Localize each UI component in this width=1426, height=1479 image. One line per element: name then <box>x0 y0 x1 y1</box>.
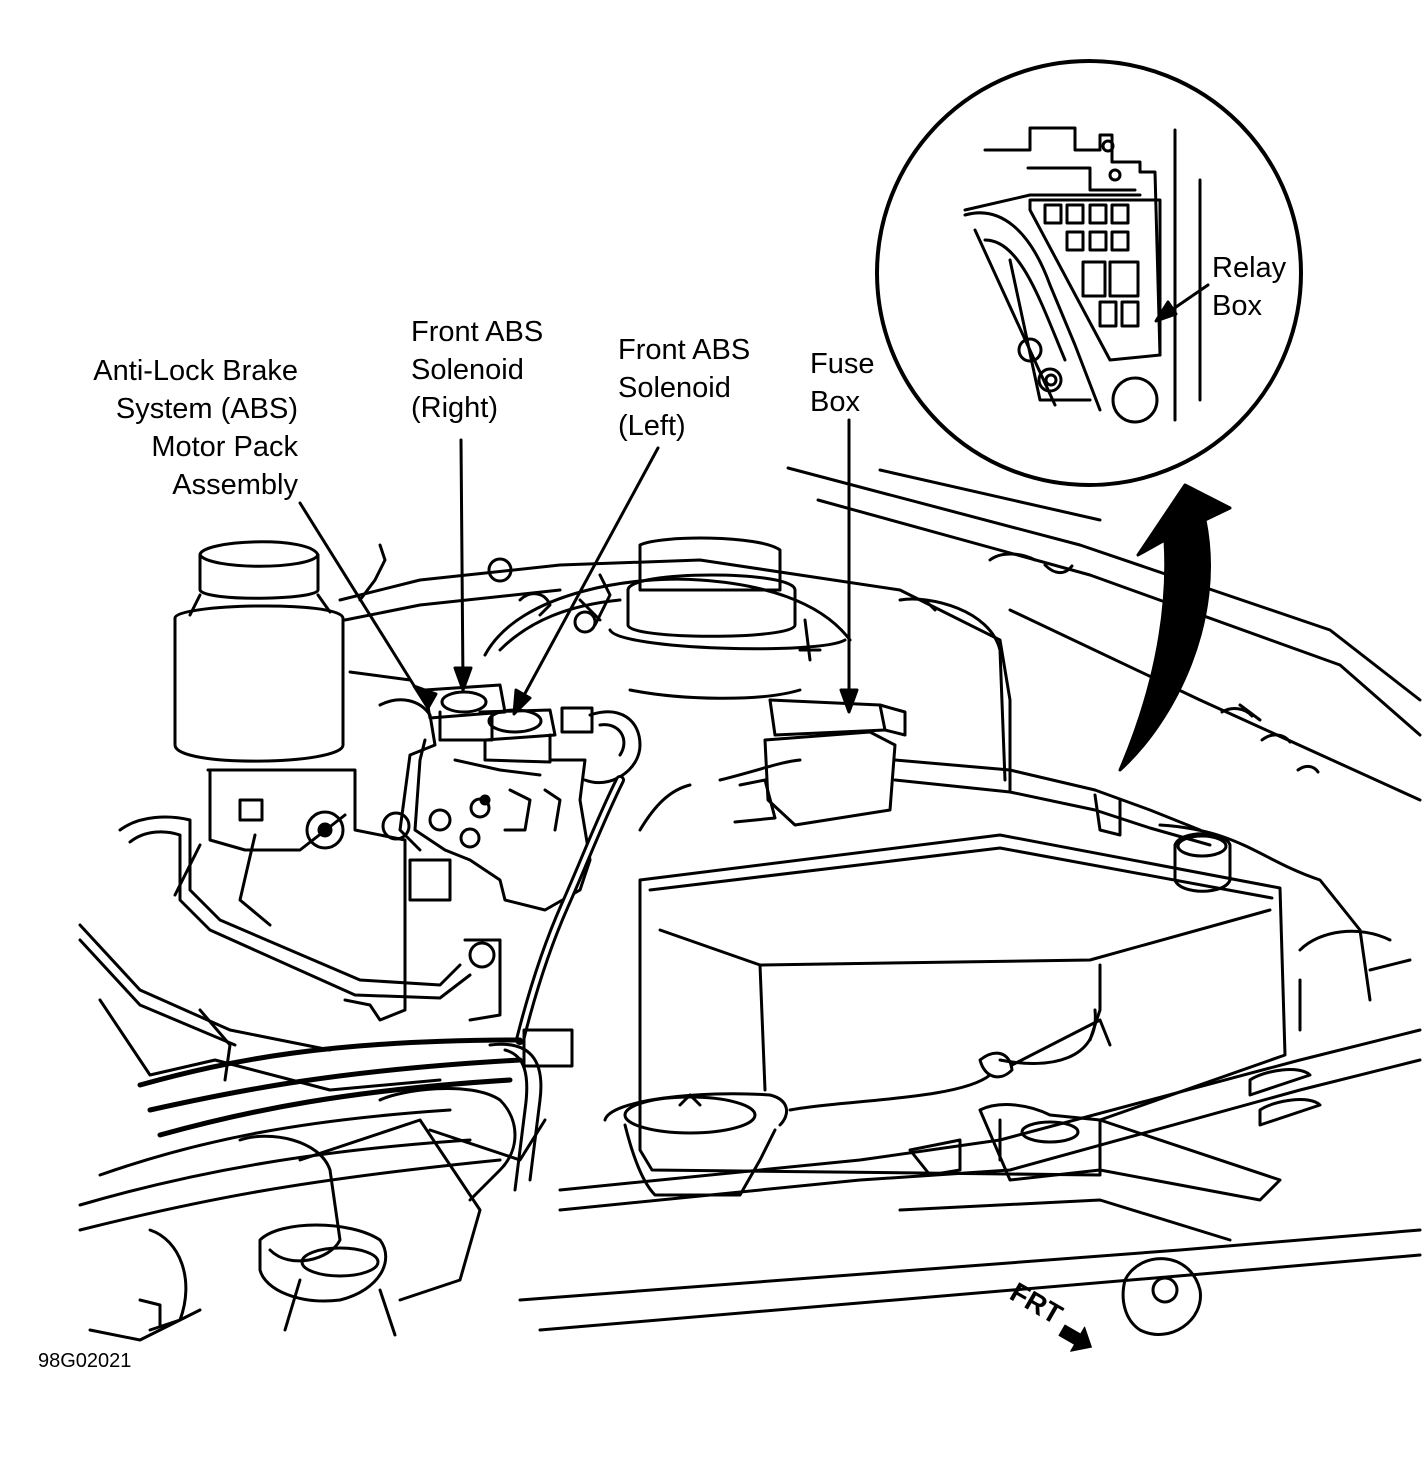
radiator-support <box>518 929 1422 1336</box>
abs-hydraulic-unit <box>378 683 642 1022</box>
figure-id: 98G02021 <box>38 1350 132 1372</box>
fuse-box-line-2: Box <box>810 386 860 418</box>
fuse-box-line-1: Fuse <box>810 348 875 380</box>
fuse-box-callout: Fuse Box <box>810 345 874 421</box>
relay-box-line-2: Box <box>1212 290 1262 322</box>
front-direction-label: FRT <box>1005 1276 1068 1330</box>
abs-motor-pack-callout: Anti-Lock Brake System (ABS) Motor Pack … <box>40 352 298 504</box>
wiring-harness <box>515 758 802 1045</box>
hood-edge-lines <box>786 466 1422 802</box>
solenoid-right-line-2: Solenoid <box>411 354 524 386</box>
solenoid-right-line-1: Front ABS <box>411 316 544 348</box>
master-cylinder <box>118 768 472 1022</box>
relay-box-detail-inset <box>875 59 1303 487</box>
relay-box-callout: Relay Box <box>1212 249 1286 325</box>
solenoid-left-line-3: (Left) <box>618 410 686 442</box>
relay-box-line-1: Relay <box>1212 252 1287 284</box>
front-abs-solenoid-left-callout: Front ABS Solenoid (Left) <box>618 331 750 445</box>
callout-leader-lines <box>298 283 1210 716</box>
abs-motor-pack-line-3: Motor Pack <box>151 431 298 463</box>
solenoid-right-line-3: (Right) <box>411 392 499 424</box>
fuse-box <box>733 698 1212 847</box>
abs-motor-pack-line-4: Assembly <box>172 469 298 501</box>
firewall-harness <box>338 543 1012 792</box>
lower-engine <box>78 923 574 1342</box>
front-abs-solenoid-right-callout: Front ABS Solenoid (Right) <box>411 313 543 427</box>
front-direction-arrow-icon <box>1058 1324 1092 1352</box>
brake-booster <box>483 536 852 700</box>
abs-motor-pack-line-1: Anti-Lock Brake <box>93 355 298 387</box>
inset-pointer-arrow <box>1118 483 1232 772</box>
solenoid-left-line-2: Solenoid <box>618 372 731 404</box>
solenoid-left-line-1: Front ABS <box>618 334 751 366</box>
brake-fluid-reservoir <box>173 540 345 763</box>
abs-motor-pack-line-2: System (ABS) <box>115 393 298 425</box>
